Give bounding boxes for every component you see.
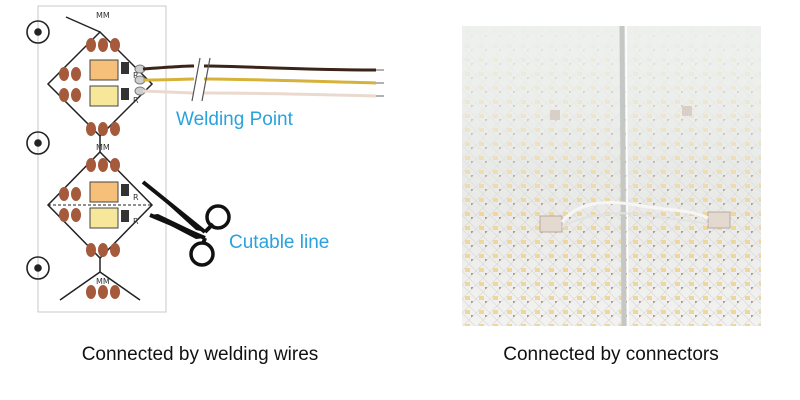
scissors-icon bbox=[141, 180, 231, 267]
caption-welding-wires: Connected by welding wires bbox=[81, 344, 319, 365]
wire bbox=[142, 64, 377, 72]
board-mark: MM bbox=[96, 277, 110, 286]
welding-point-label: Welding Point bbox=[176, 109, 293, 130]
wires bbox=[142, 64, 377, 98]
wire bbox=[142, 89, 377, 98]
board-mark: R bbox=[133, 71, 139, 80]
circuit-traces bbox=[46, 16, 154, 301]
wire bbox=[142, 77, 377, 85]
cutable-line-label: Cutable line bbox=[229, 232, 330, 253]
welding-wires-illustration: MM R R MM R R MM bbox=[26, 5, 384, 313]
resistors bbox=[121, 62, 129, 222]
board-mark: MM bbox=[96, 143, 110, 152]
caption-connectors: Connected by connectors bbox=[503, 344, 719, 365]
board-mark: R bbox=[133, 96, 139, 105]
board-mark: MM bbox=[96, 11, 110, 20]
mounting-holes bbox=[26, 20, 50, 280]
led-chips bbox=[89, 59, 119, 229]
panel-seam bbox=[619, 26, 627, 326]
wire-tips bbox=[376, 69, 384, 97]
board-mark: R bbox=[133, 193, 139, 202]
distant-connectors bbox=[550, 106, 692, 120]
solder-pads bbox=[59, 38, 120, 299]
wire-connector bbox=[539, 200, 731, 233]
wire-break-marks bbox=[191, 57, 211, 102]
board-mark: R bbox=[133, 217, 139, 226]
connector-photo bbox=[462, 26, 761, 326]
board-marks: MM R R MM R R MM bbox=[96, 11, 139, 286]
